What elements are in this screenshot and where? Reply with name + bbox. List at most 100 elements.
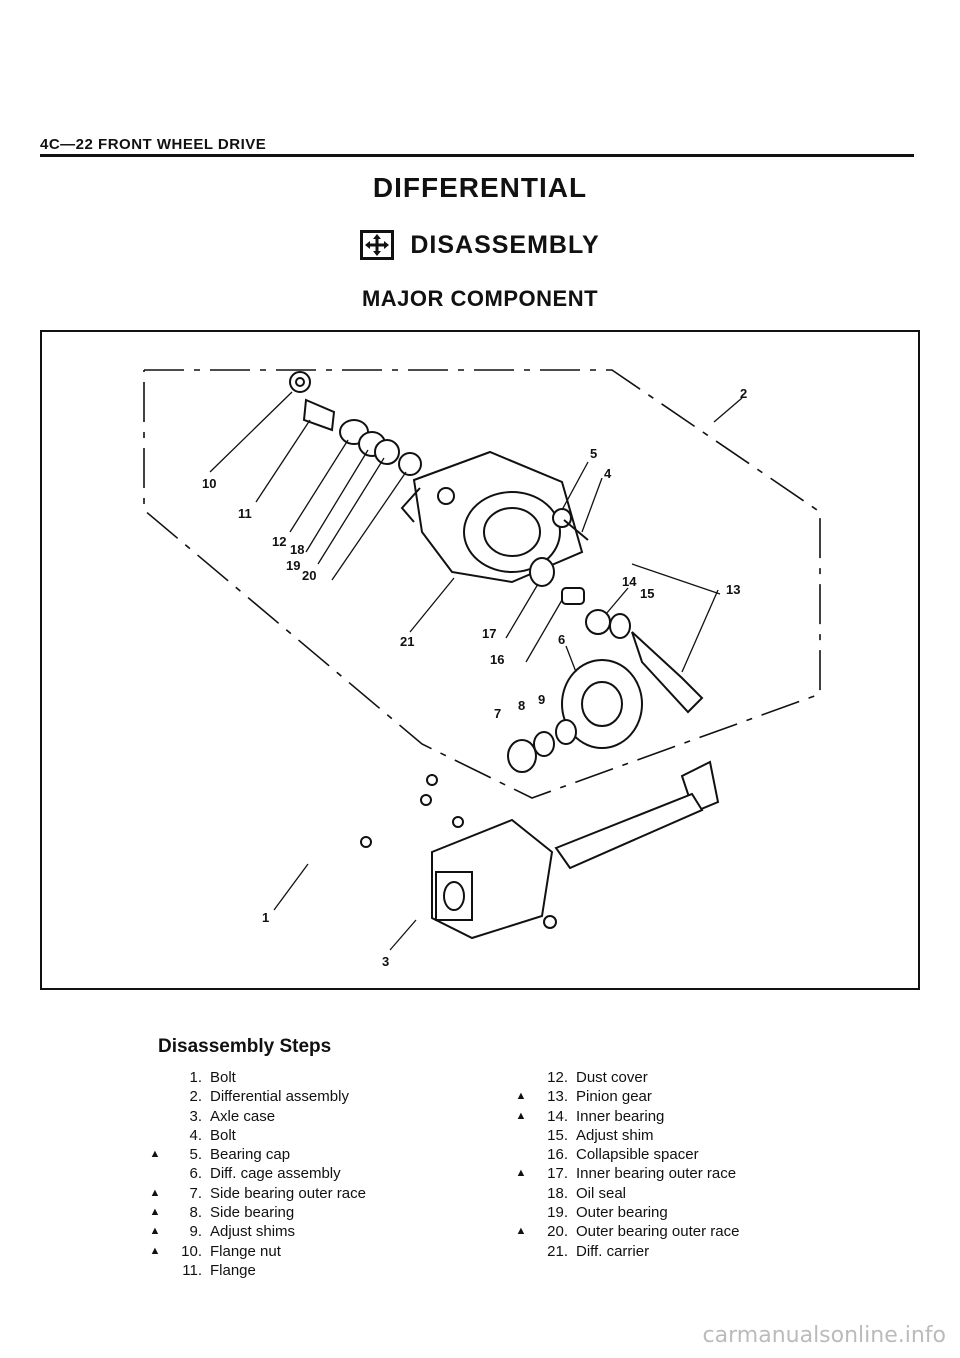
step-label: Flange [210,1261,256,1279]
pinion-rear-parts-drawing [529,557,704,714]
callout-7: 7 [494,706,501,721]
watermark: carmanualsonline.info [702,1323,946,1348]
callout-9: 9 [538,692,545,707]
callout-6: 6 [558,632,565,647]
step-number: 14. [547,1107,568,1125]
step-item: 16.Collapsible spacer [514,1145,739,1164]
step-label: Side bearing [210,1204,295,1222]
step-number: 16. [547,1146,568,1164]
step-number: 4. [189,1126,202,1144]
step-label: Flange nut [210,1242,281,1260]
triangle-marker-icon [514,1203,528,1222]
step-number: 20. [547,1223,568,1241]
step-number: 18. [547,1184,568,1202]
step-item: 1. Bolt [148,1068,366,1087]
step-number: 7. [189,1184,202,1202]
diff-carrier-drawing [400,450,584,584]
pinion-front-parts-drawing [289,371,422,476]
step-number: 15. [547,1126,568,1144]
step-item: ▲ 17. Inner bearing outer race [514,1164,739,1183]
callout-2: 2 [740,386,747,401]
callout-12: 12 [272,534,286,549]
step-item: ▲5.Bearing cap [148,1145,366,1164]
callout-20: 20 [302,568,316,583]
triangle-marker-icon: ▲ [149,1225,161,1238]
step-label: Pinion gear [576,1088,652,1106]
step-number: 12. [547,1069,568,1086]
leader-lines [209,391,743,951]
step-label: Dust cover [576,1069,648,1086]
step-number: 19. [547,1204,568,1222]
step-number: 8. [189,1204,202,1222]
step-item: 12. Dust cover [514,1068,739,1087]
step-number: 21. [547,1242,568,1260]
step-label: Side bearing outer race [210,1184,366,1202]
callout-15: 15 [640,586,654,601]
step-item: 18. Oil seal [514,1184,739,1203]
step-number: 13. [547,1088,568,1106]
callout-16: 16 [490,652,504,667]
step-label: Inner bearing [576,1107,665,1125]
step-label: Adjust shim [576,1126,654,1144]
callout-13: 13 [726,582,740,597]
callout-8: 8 [518,698,525,713]
step-number: 17. [547,1165,568,1183]
callout-19: 19 [286,558,300,573]
triangle-marker-icon [514,1145,528,1164]
page-header: 4C—22 FRONT WHEEL DRIVE [40,136,267,153]
step-number: 5. [189,1146,202,1164]
step-item: ▲ 8. Side bearing [148,1203,366,1222]
step-item: ▲ 9. Adjust shims [148,1222,366,1241]
step-label: Adjust shims [210,1223,296,1241]
exploded-diagram-frame: 10 11 12 18 19 20 21 2 5 4 14 15 13 17 6… [40,330,920,990]
step-label: Outer bearing outer race [576,1223,740,1241]
step-item: 11. Flange [148,1261,366,1280]
step-label: Inner bearing outer race [576,1165,737,1183]
callout-10: 10 [202,476,216,491]
callout-17: 17 [482,626,496,641]
triangle-marker-icon [514,1184,528,1203]
axle-case-drawing [360,760,720,940]
step-label: Diff. cage assembly [210,1165,341,1183]
step-label: Bolt [210,1126,236,1144]
callout-4: 4 [604,466,612,481]
diff-cage-drawing [507,659,643,773]
subsection-heading: DISASSEMBLY [0,230,960,260]
step-item: ▲ 13. Pinion gear [514,1087,739,1106]
callout-14: 14 [622,574,637,589]
step-item: 6. Diff. cage assembly [148,1164,366,1183]
step-label: Axle case [210,1107,276,1125]
callout-11: 11 [238,506,252,521]
step-number: 6. [189,1165,202,1183]
figure-caption: MAJOR COMPONENT [361,286,599,311]
step-item: ▲14.Inner bearing [514,1107,739,1126]
step-item: ▲ 20. Outer bearing outer race [514,1222,740,1241]
step-label: Differential assembly [210,1088,349,1106]
step-item: 2. Differential assembly [148,1087,366,1106]
disassembly-arrows-icon [360,230,395,260]
triangle-marker-icon: ▲ [515,1090,527,1103]
step-label: Bearing cap [210,1146,291,1164]
step-number: 11. [182,1261,202,1279]
triangle-marker-icon [148,1107,162,1126]
step-number: 9. [189,1223,202,1241]
step-number: 2. [189,1088,202,1106]
step-number: 1. [189,1069,202,1086]
step-item: 21. Diff. carrier [514,1242,739,1261]
triangle-marker-icon: ▲ [149,1244,161,1257]
step-label: Oil seal [576,1184,627,1202]
step-item: ▲ 7. Side bearing outer race [148,1184,366,1203]
triangle-marker-icon: ▲ [515,1225,527,1238]
subsection-title: DISASSEMBLY [410,230,600,259]
callout-18: 18 [290,542,304,557]
triangle-marker-icon: ▲ [149,1206,161,1219]
step-item: ▲10.Flange nut [148,1242,366,1261]
assembly-outline [143,369,821,799]
section-title: DIFFERENTIAL [372,172,588,203]
triangle-marker-icon: ▲ [149,1186,161,1199]
step-label: Bolt [210,1069,236,1086]
step-item: 4. Bolt [148,1126,366,1145]
step-label: Diff. carrier [576,1242,650,1260]
triangle-marker-icon: ▲ [515,1167,527,1180]
